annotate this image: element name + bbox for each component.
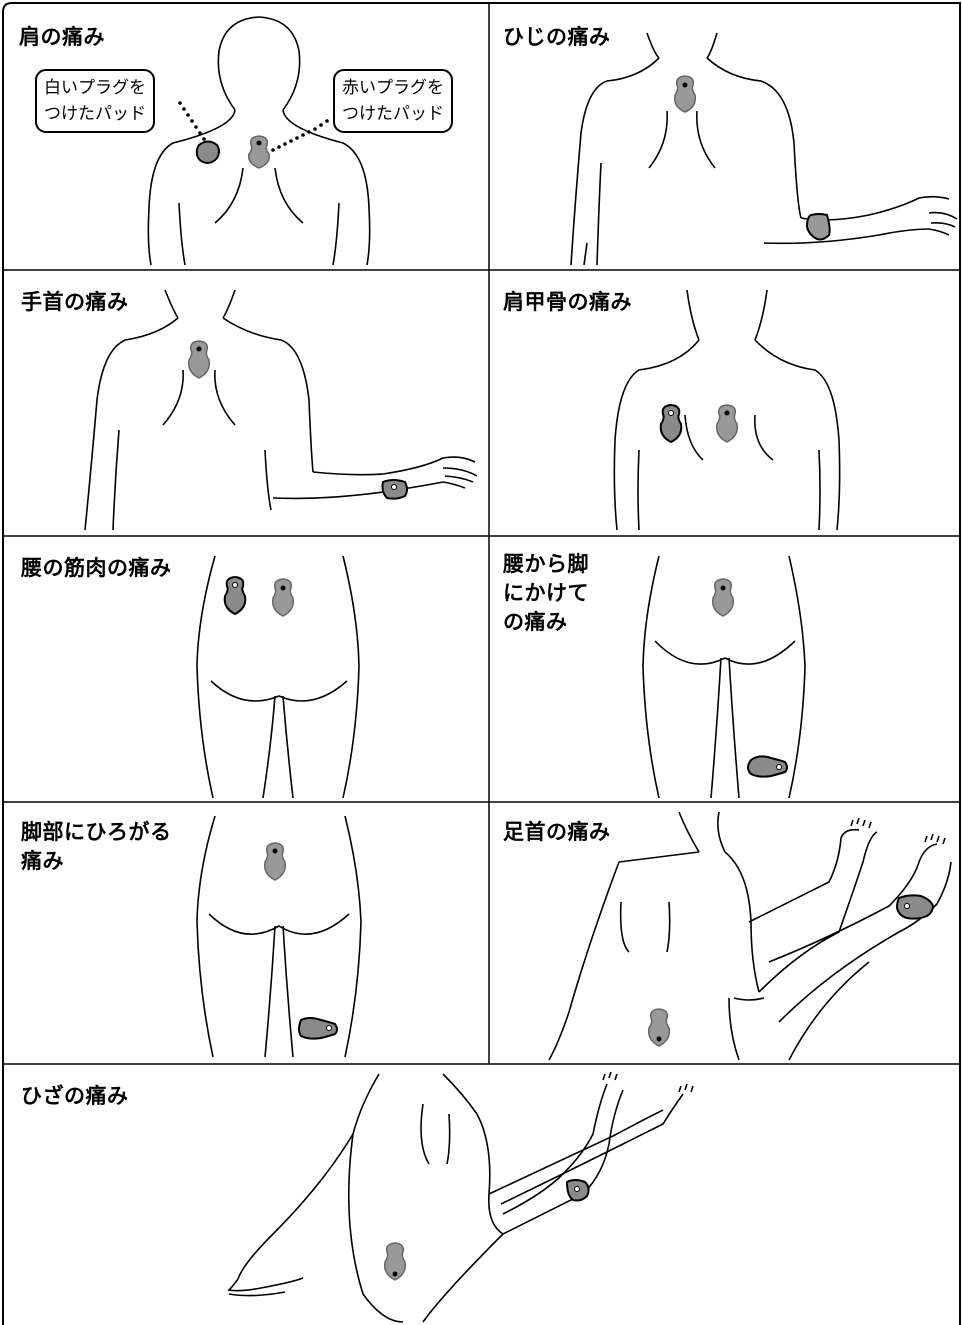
panel-title: 腰から脚 にかけて の痛み xyxy=(503,550,589,637)
panel-leg-spread: 脚部にひろがる 痛み xyxy=(3,802,489,1064)
pad-ankle-icon xyxy=(897,895,933,918)
pad-wrist-icon xyxy=(383,480,408,499)
pad-left-blade-icon xyxy=(661,405,682,442)
pad-calf-icon xyxy=(748,756,787,776)
panel-title: ひじの痛み xyxy=(503,23,611,52)
panel-elbow: ひじの痛み xyxy=(489,3,960,270)
pad-upper-back-icon xyxy=(675,76,696,112)
panel-shoulder-blade: 肩甲骨の痛み xyxy=(489,270,960,536)
panel-title: ひざの痛み xyxy=(21,1082,129,1111)
pad-lumbar-icon xyxy=(385,1243,406,1280)
pad-right-lumbar-icon xyxy=(273,579,294,616)
knee-seated-illustration xyxy=(3,1064,960,1325)
pad-lumbar-icon xyxy=(713,579,734,616)
callout-red-plug: 赤いプラグを つけたパッド xyxy=(333,69,453,133)
panel-knee: ひざの痛み xyxy=(3,1064,960,1325)
pad-knee-icon xyxy=(567,1180,589,1201)
panel-title: 肩の痛み xyxy=(19,23,105,52)
pad-lumbar-icon xyxy=(649,1009,670,1046)
panel-title: 脚部にひろがる 痛み xyxy=(21,818,172,876)
pad-lumbar-icon xyxy=(265,843,286,880)
pad-elbow-icon xyxy=(807,214,830,240)
pad-leg-icon xyxy=(299,1018,337,1039)
pad-upper-back-icon xyxy=(189,341,210,378)
panel-ankle: 足首の痛み xyxy=(489,802,960,1064)
panel-lower-back: 腰の筋肉の痛み xyxy=(3,536,489,802)
panel-back-to-leg: 腰から脚 にかけて の痛み xyxy=(489,536,960,802)
panel-title: 腰の筋肉の痛み xyxy=(21,554,172,583)
panel-title: 足首の痛み xyxy=(503,818,611,847)
panel-title: 肩甲骨の痛み xyxy=(503,288,632,317)
panel-title: 手首の痛み xyxy=(21,288,129,317)
pad-left-lumbar-icon xyxy=(225,577,246,614)
panel-shoulder: 肩の痛み 白いプラグを つけたパッド 赤いプラグを つけたパッド xyxy=(3,3,489,270)
pad-right-blade-icon xyxy=(717,405,738,442)
pad-white-plug-icon xyxy=(197,142,219,164)
callout-white-plug: 白いプラグを つけたパッド xyxy=(35,69,155,133)
panel-wrist: 手首の痛み xyxy=(3,270,489,536)
pad-red-plug-icon xyxy=(249,136,270,168)
